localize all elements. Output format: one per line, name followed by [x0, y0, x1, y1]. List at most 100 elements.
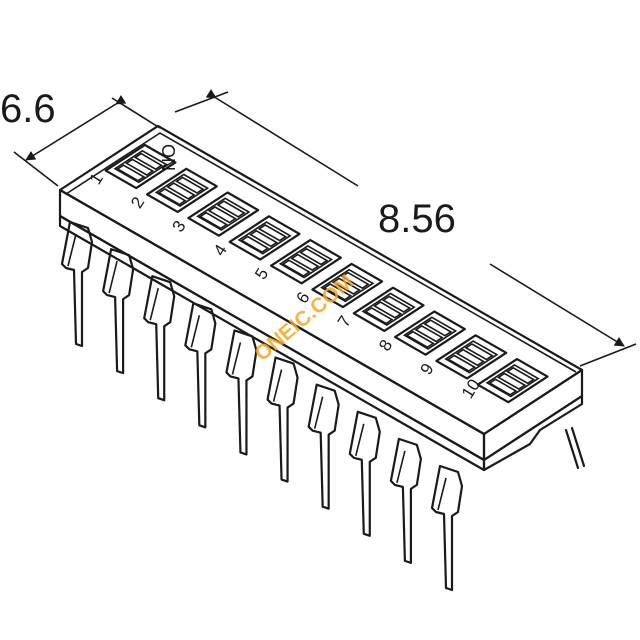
switch-actuator-ridge	[488, 378, 518, 396]
switch-actuator-ridge	[414, 324, 444, 343]
switch-slot	[485, 363, 540, 398]
switch-3	[187, 191, 260, 237]
far-leg-right-2	[570, 426, 586, 468]
switch-actuator-ridge	[207, 206, 237, 224]
switch-actuator-ridge	[240, 235, 270, 254]
switch-slot	[154, 173, 210, 208]
switch-7	[352, 286, 425, 332]
body-top-face	[58, 124, 584, 436]
switch-window	[394, 310, 466, 356]
pin-shoulder-line	[149, 288, 159, 321]
switch-window	[228, 215, 301, 261]
switch-actuator-ridge	[340, 271, 370, 290]
switch-4	[228, 215, 301, 261]
far-side-legs	[564, 426, 586, 470]
pin-shoulder-line	[231, 342, 242, 375]
switch-slot	[237, 221, 292, 255]
switch-actuator-ridge	[381, 295, 412, 313]
pin-1	[60, 220, 94, 348]
switch-window	[146, 167, 218, 213]
switch-6	[311, 262, 384, 309]
switch-number-5: 5	[251, 265, 272, 283]
pin-shoulder-line	[355, 423, 365, 456]
length-dimension-line-upper	[205, 89, 359, 187]
switch-window	[352, 286, 425, 332]
body-end-face	[482, 368, 584, 462]
pin-6	[266, 356, 299, 483]
switch-actuator-ridge	[455, 348, 485, 367]
switch-number-4: 4	[210, 241, 231, 259]
switch-actuator-ridge	[290, 253, 320, 272]
switch-actuator-ridge	[331, 277, 361, 295]
width-dimension-label: 6.6	[0, 87, 56, 131]
switch-actuator-ridge	[124, 158, 155, 176]
pin-shoulder-line	[190, 315, 201, 348]
switch-actuator-ridge	[257, 224, 288, 242]
switch-slot	[196, 197, 251, 231]
switch-5	[270, 239, 342, 285]
switch-actuator-ridge	[464, 343, 494, 361]
width-extension-line-2	[111, 97, 161, 129]
body-base-end	[482, 394, 584, 472]
width-extension-line-1	[13, 151, 59, 187]
pin-9	[389, 437, 422, 564]
switch-window	[187, 191, 260, 237]
pin-shoulder-line	[313, 396, 324, 429]
body-base-step	[58, 214, 486, 472]
switch-actuator-ridge	[364, 306, 394, 325]
pin-4	[184, 302, 217, 429]
switch-actuator-ridge	[157, 188, 187, 206]
pin-2	[102, 248, 135, 375]
length-extension-line-1	[174, 91, 229, 113]
switch-window	[476, 358, 549, 404]
switch-number-2: 2	[127, 194, 148, 212]
switch-actuator-ridge	[133, 152, 164, 171]
switch-actuator-ridge	[446, 354, 477, 372]
body-top-bevel	[65, 132, 577, 373]
width-dimension-line	[25, 95, 127, 161]
switch-actuator-ridge	[166, 182, 196, 200]
switch-actuator-ridge	[405, 330, 435, 349]
switch-window	[270, 239, 342, 285]
pin-3	[143, 275, 176, 402]
pin-shoulder-line	[67, 233, 77, 267]
switch-actuator-ridge	[505, 366, 536, 385]
switch-number-1: 1	[86, 170, 107, 188]
switch-2	[146, 167, 218, 213]
pin-shoulder-line	[396, 450, 406, 484]
switch-8	[394, 310, 466, 356]
switch-actuator-ridge	[299, 247, 329, 266]
length-dimension: 8.56	[174, 89, 637, 367]
pin-5	[225, 329, 258, 456]
width-dimension: 6.6	[0, 87, 161, 187]
switch-slot	[113, 149, 168, 184]
switch-number-8: 8	[375, 336, 396, 354]
switch-number-10: 10	[458, 376, 484, 402]
switch-array	[104, 143, 549, 404]
switch-window	[104, 143, 177, 190]
on-label: ON	[158, 144, 178, 171]
pin-8	[348, 410, 381, 537]
switch-actuator-ridge	[175, 176, 205, 194]
switch-slot	[320, 268, 375, 303]
switch-slot	[361, 292, 416, 327]
pin-7	[307, 383, 340, 510]
pin-10	[430, 464, 464, 592]
switch-actuator-ridge	[281, 259, 311, 277]
switch-actuator-ridge	[116, 164, 146, 182]
switch-window	[311, 262, 384, 309]
length-extension-line-2	[579, 343, 637, 367]
pin-shoulder-line	[437, 477, 447, 511]
switch-1	[104, 143, 177, 190]
switch-window	[435, 334, 508, 380]
switch-number-3: 3	[168, 217, 189, 235]
switch-9	[435, 334, 508, 380]
switch-actuator-ridge	[248, 229, 279, 248]
switch-slot	[278, 244, 334, 279]
front-pin-row	[60, 220, 464, 592]
package-body	[58, 124, 584, 472]
far-leg-right	[564, 428, 580, 470]
switch-number-9: 9	[416, 360, 437, 378]
pin-shoulder-line	[272, 369, 283, 402]
switch-10	[476, 358, 549, 404]
